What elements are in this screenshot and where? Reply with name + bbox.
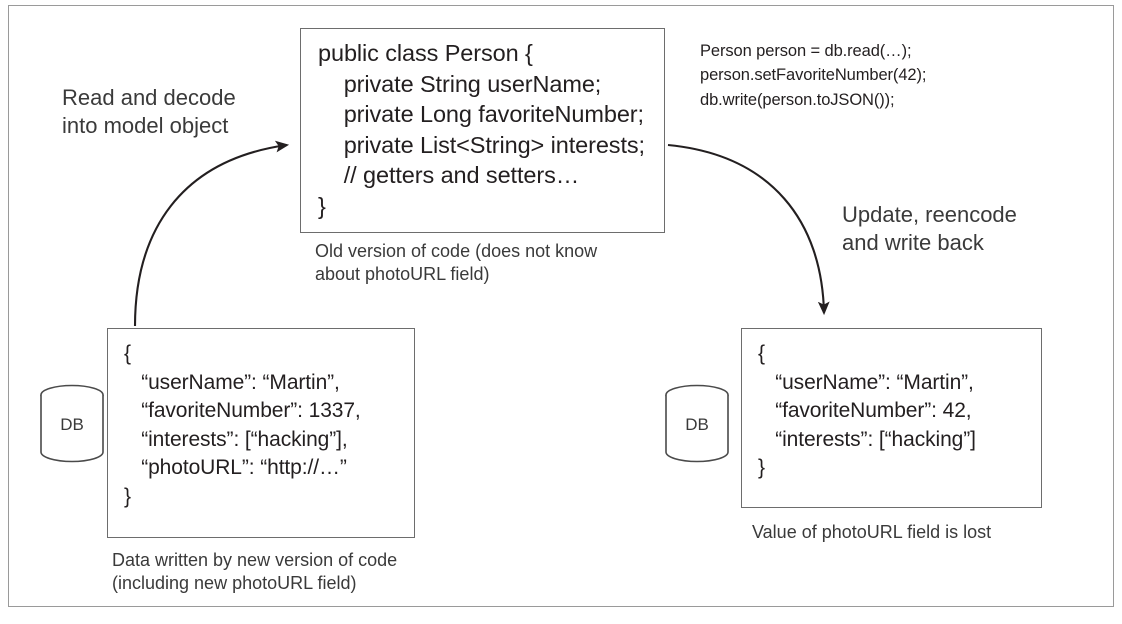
class-definition-box — [300, 28, 665, 233]
stored-json-box-right — [741, 328, 1042, 508]
stored-json-code-left: { “userName”: “Martin”, “favoriteNumber”… — [124, 342, 361, 508]
database-left-label: DB — [60, 415, 84, 434]
stored-json-caption-left: Data written by new version of code (inc… — [112, 550, 398, 594]
read-and-decode-label: Read and decode into model object — [62, 85, 236, 138]
database-right-icon: DB — [665, 384, 729, 463]
stored-json-box-left — [107, 328, 415, 538]
update-and-write-back-label: Update, reencode and write back — [842, 202, 1017, 255]
database-right-label: DB — [685, 415, 709, 434]
application-code-snippet: Person person = db.read(…); person.setFa… — [700, 42, 927, 109]
stored-json-code-right: { “userName”: “Martin”, “favoriteNumber”… — [758, 342, 976, 480]
class-definition-caption: Old version of code (does not know about… — [315, 241, 598, 285]
class-definition-code: public class Person { private String use… — [318, 40, 645, 219]
stored-json-caption-right: Value of photoURL field is lost — [752, 522, 992, 542]
database-left-icon: DB — [40, 384, 104, 463]
